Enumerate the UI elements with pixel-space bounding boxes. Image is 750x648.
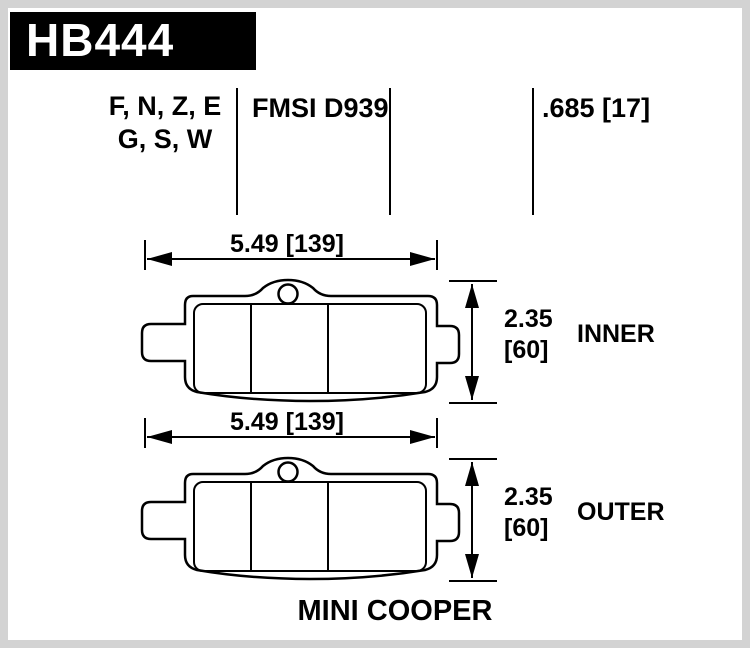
vehicle-name: MINI COOPER bbox=[297, 595, 493, 627]
header-divider-1 bbox=[236, 88, 238, 215]
arrowhead-right-outer bbox=[410, 430, 435, 444]
compound-codes-line2: G, S, W bbox=[117, 124, 213, 154]
brake-pad-outline-inner bbox=[140, 278, 461, 403]
fmsi-number: FMSI D939 bbox=[252, 93, 389, 123]
height-bracket-inner: [60] bbox=[504, 336, 548, 364]
arrowhead-right-inner bbox=[410, 252, 435, 266]
header-divider-2 bbox=[389, 88, 391, 215]
header-divider-3 bbox=[532, 88, 534, 215]
height-value-outer: 2.35 bbox=[504, 483, 553, 511]
brake-pad-diagram: 5.49 [139] 2.35 [60] INNER 5.49 [139] bbox=[140, 230, 665, 582]
height-bracket-outer: [60] bbox=[504, 514, 548, 542]
position-label-inner: INNER bbox=[577, 320, 655, 348]
position-label-outer: OUTER bbox=[577, 498, 665, 526]
part-number: HB444 bbox=[26, 14, 175, 66]
arrowhead-left-inner bbox=[147, 252, 172, 266]
arrowhead-left-outer bbox=[147, 430, 172, 444]
part-number-box: HB444 bbox=[10, 12, 256, 70]
compound-codes-line1: F, N, Z, E bbox=[108, 91, 222, 121]
height-value-inner: 2.35 bbox=[504, 305, 553, 333]
brake-pad-outline-outer bbox=[140, 456, 461, 581]
arrowhead-up-inner bbox=[465, 284, 479, 308]
pad-thickness-value: .685 [17] bbox=[542, 93, 651, 123]
outer-pad-group: 5.49 [139] 2.35 [60] OUTER bbox=[140, 408, 665, 582]
arrowhead-down-outer bbox=[465, 554, 479, 578]
arrowhead-up-outer bbox=[465, 462, 479, 486]
width-label-outer: 5.49 [139] bbox=[230, 408, 344, 436]
width-label-inner: 5.49 [139] bbox=[230, 230, 344, 258]
arrowhead-down-inner bbox=[465, 376, 479, 400]
compound-codes: F, N, Z, E G, S, W bbox=[100, 90, 230, 156]
inner-pad-group: 5.49 [139] 2.35 [60] INNER bbox=[140, 230, 655, 404]
